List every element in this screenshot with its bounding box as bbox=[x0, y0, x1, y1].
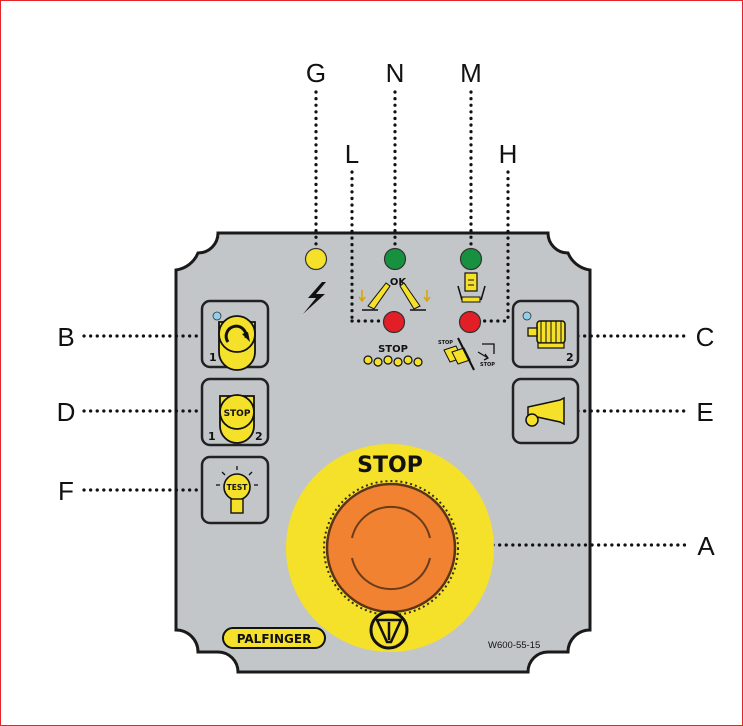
motor-button[interactable]: 2 bbox=[513, 301, 578, 367]
emergency-stop-mushroom bbox=[327, 484, 455, 612]
horn-button[interactable] bbox=[513, 379, 578, 443]
label-h: H bbox=[499, 139, 518, 169]
stop-button-text: STOP bbox=[224, 409, 251, 419]
label-b: B bbox=[57, 322, 74, 352]
green-ok-indicator-lamp bbox=[385, 249, 406, 270]
red-stop-indicator-lamp bbox=[384, 312, 405, 333]
label-c: C bbox=[696, 322, 715, 352]
yellow-indicator-lamp bbox=[306, 249, 327, 270]
part-number: W600-55-15 bbox=[488, 640, 540, 651]
blue-indicator-dot-motor bbox=[523, 312, 531, 320]
label-d: D bbox=[57, 397, 76, 427]
emergency-stop-button[interactable]: STOP bbox=[286, 444, 494, 652]
label-a: A bbox=[697, 531, 715, 561]
label-l: L bbox=[345, 139, 359, 169]
blue-indicator-dot bbox=[213, 312, 221, 320]
brand-name: PALFINGER bbox=[237, 632, 312, 646]
engine-stop-button[interactable]: STOP 1 2 bbox=[202, 379, 268, 445]
motor-button-number: 2 bbox=[566, 351, 574, 364]
palfinger-logo: PALFINGER bbox=[223, 628, 325, 648]
label-e: E bbox=[696, 397, 713, 427]
svg-text:STOP: STOP bbox=[438, 340, 453, 346]
svg-text:STOP: STOP bbox=[480, 362, 495, 368]
label-m: M bbox=[460, 58, 482, 88]
lamp-test-button[interactable]: TEST bbox=[202, 457, 268, 523]
test-button-text: TEST bbox=[227, 483, 249, 492]
emergency-stop-label: STOP bbox=[357, 453, 423, 478]
label-f: F bbox=[58, 476, 74, 506]
stop-button-number-right: 2 bbox=[255, 430, 263, 443]
stop-button-number-left: 1 bbox=[208, 430, 216, 443]
label-n: N bbox=[386, 58, 405, 88]
red-indicator-lamp bbox=[460, 312, 481, 333]
start-button-number: 1 bbox=[209, 351, 217, 364]
green-indicator-lamp bbox=[461, 249, 482, 270]
label-g: G bbox=[306, 58, 326, 88]
engine-start-button[interactable]: 1 bbox=[202, 301, 268, 370]
stop-chain-label: STOP bbox=[378, 344, 408, 355]
